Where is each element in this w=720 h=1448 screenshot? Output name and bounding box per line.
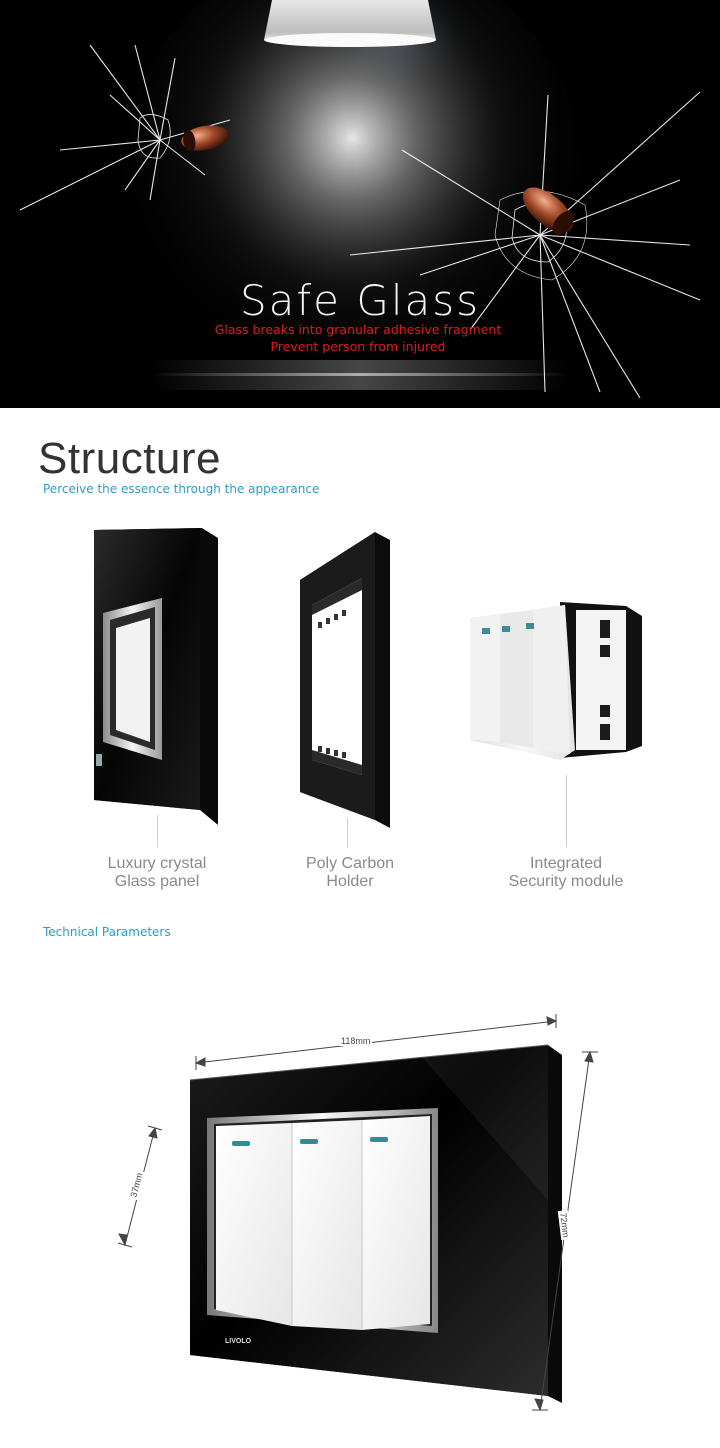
structure-components-illustration xyxy=(94,528,642,828)
glass-panel-image xyxy=(94,528,218,825)
component-caption-module: Integrated Security module xyxy=(508,855,624,890)
brand-logo: LIVOLO xyxy=(225,1338,252,1345)
hero-subtitle-line2: Prevent person from injured xyxy=(270,339,446,354)
hero-subtitle-line1: Glass breaks into granular adhesive frag… xyxy=(214,322,502,337)
hero-illustration xyxy=(0,0,720,408)
glass-panel-leader-line xyxy=(157,815,158,847)
component-caption-glass-panel: Luxury crystal Glass panel xyxy=(107,855,207,890)
structure-title: Structure xyxy=(38,434,222,483)
module-leader-line xyxy=(566,775,567,847)
structure-subtitle: Perceive the essence through the appeara… xyxy=(43,482,320,496)
hero-title: Safe Glass xyxy=(239,276,481,325)
security-module-image xyxy=(470,602,642,760)
holder-image xyxy=(300,532,390,828)
hero-banner: Safe Glass Glass breaks into granular ad… xyxy=(0,0,720,408)
holder-leader-line xyxy=(347,818,348,848)
technical-parameters-heading: Technical Parameters xyxy=(43,925,171,939)
switch-dimension-illustration: LIVOLO xyxy=(117,1014,598,1412)
component-caption-holder: Poly Carbon Holder xyxy=(305,855,395,890)
width-dimension-label: 118mm xyxy=(339,1036,373,1046)
